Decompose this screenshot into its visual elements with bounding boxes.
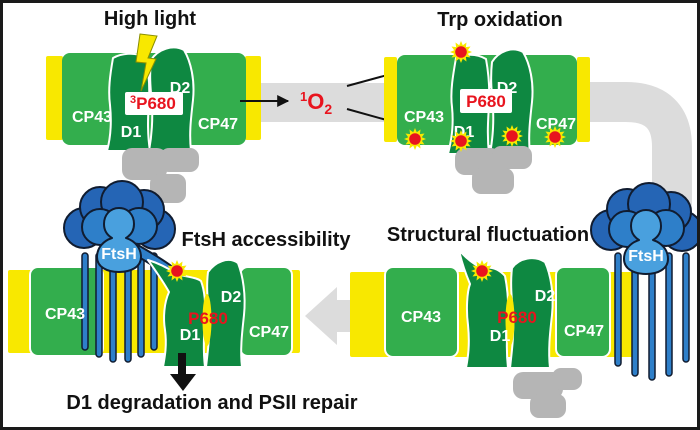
extrinsic-protein-blob <box>552 368 582 390</box>
degradation-arrow-head <box>170 374 196 391</box>
d2-label: D2 <box>497 80 518 97</box>
singlet-oxygen-label: 1O2 <box>300 89 332 117</box>
p680-label: P680 <box>466 92 506 111</box>
ftsh-leg <box>81 252 89 351</box>
d1-label: D1 <box>180 327 201 344</box>
extrinsic-protein-blob <box>122 148 167 180</box>
panel-title-structural-fluctuation: Structural fluctuation <box>387 224 589 246</box>
ftsh-label: FtsH <box>628 248 664 265</box>
p680-label: 3P680 <box>130 94 176 113</box>
cp47-label: CP47 <box>536 116 576 133</box>
flow-arrow-curved <box>589 82 692 228</box>
ftsh-label: FtsH <box>101 246 137 263</box>
ftsh-complex: FtsH <box>590 182 700 381</box>
ftsh-leg <box>665 252 673 377</box>
extrinsic-protein-blob <box>492 146 532 169</box>
cp47-block <box>555 266 611 358</box>
d2-label: D2 <box>535 288 556 305</box>
cp43-label: CP43 <box>45 306 85 323</box>
cp43-label: CP43 <box>72 109 112 126</box>
degradation-arrow-shaft <box>178 353 186 376</box>
p680-box <box>125 92 183 115</box>
panel-title-high-light: High light <box>104 8 197 30</box>
panel-title-ftsh-accessibility: FtsH accessibility <box>182 229 352 251</box>
d1-label: D1 <box>490 328 511 345</box>
membrane-bar-right <box>245 56 261 140</box>
panel-ftsh-accessibility: FtsH CP43 D1 D2 CP47 P680 FtsH accessibi… <box>8 180 358 414</box>
panel-high-light: CP43 D1 D2 CP47 3P680 High light <box>46 8 261 203</box>
cp43-label: CP43 <box>404 109 444 126</box>
cp47-label: CP47 <box>564 323 604 340</box>
panel-title-trp-oxidation: Trp oxidation <box>437 9 563 31</box>
ftsh-leg <box>137 252 145 358</box>
d2-label: D2 <box>221 289 242 306</box>
d2-label: D2 <box>170 80 191 97</box>
exposed-p680-slit <box>202 294 212 346</box>
panel-structural-fluctuation: CP43 D1 D2 CP47 P680 Structural fluctuat… <box>350 182 700 418</box>
cp47-label: CP47 <box>198 116 238 133</box>
cp47-block <box>239 266 293 357</box>
d1-label: D1 <box>121 124 142 141</box>
lightning-bolt-icon <box>135 33 158 92</box>
membrane-bar-left <box>46 56 63 140</box>
ftsh-leg <box>95 252 103 358</box>
membrane-bar-right <box>577 57 590 142</box>
ftsh-leg <box>614 252 622 367</box>
ftsh-leg <box>150 252 158 351</box>
exposed-p680-slit <box>505 294 515 346</box>
panel-trp-oxidation: CP43 D1 D2 CP47 P680 Trp oxidation <box>384 9 590 194</box>
flow-arrow-left <box>305 287 350 345</box>
extrinsic-protein-blob <box>472 168 514 194</box>
extrinsic-protein-blob <box>530 394 566 418</box>
p680-box <box>460 89 512 113</box>
extrinsic-protein-blob <box>160 148 199 172</box>
extrinsic-protein-blob <box>513 372 563 399</box>
ftsh-leg <box>682 252 690 363</box>
p680-label: P680 <box>188 309 228 328</box>
cp43-block <box>384 266 459 358</box>
cp47-label: CP47 <box>249 324 289 341</box>
membrane-bar-left <box>384 57 397 142</box>
outcome-caption: D1 degradation and PSII repair <box>66 392 357 414</box>
cp43-label: CP43 <box>401 309 441 326</box>
p680-label: P680 <box>497 308 537 327</box>
